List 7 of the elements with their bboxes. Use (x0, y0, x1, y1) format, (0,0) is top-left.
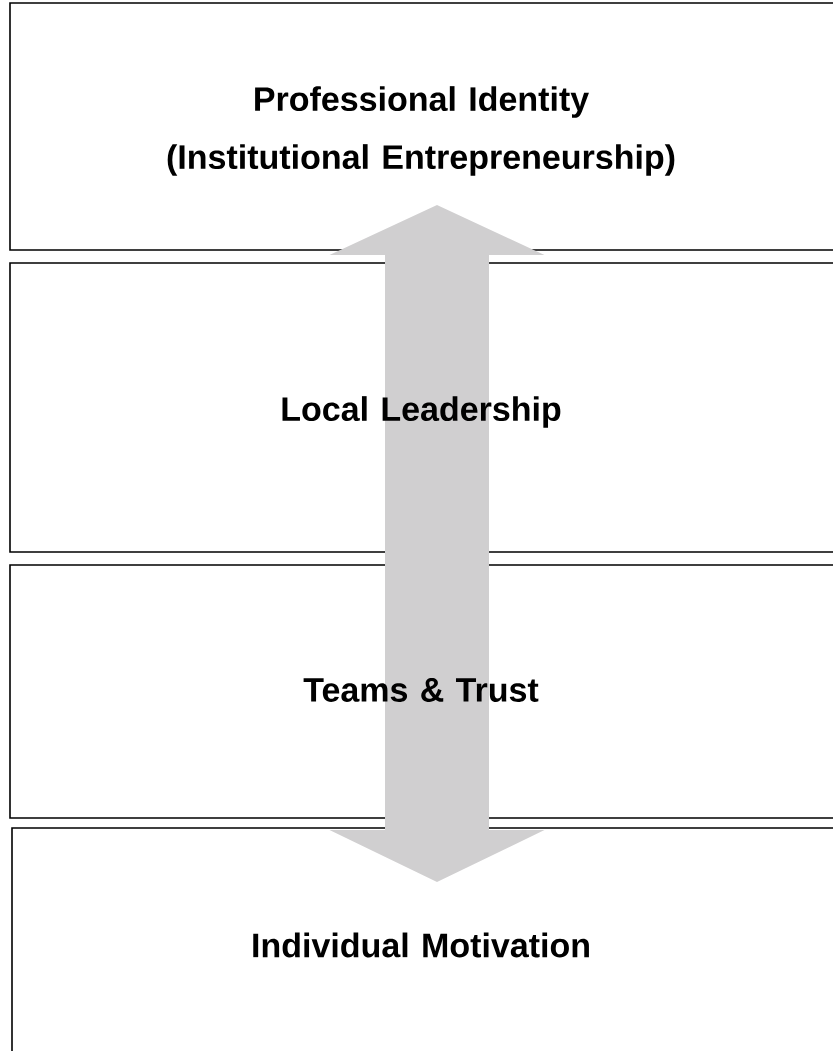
layer-title: Local Leadership (282, 396, 561, 428)
double-arrow (329, 205, 545, 882)
layer-title: Individual Motivation (253, 932, 589, 958)
layer-title: Professional Identity (Institutional Entrepreneurship) (167, 86, 675, 176)
layer-box (9, 2, 833, 251)
layer-box (9, 262, 833, 553)
layer-title: Teams & Trust (303, 678, 539, 702)
